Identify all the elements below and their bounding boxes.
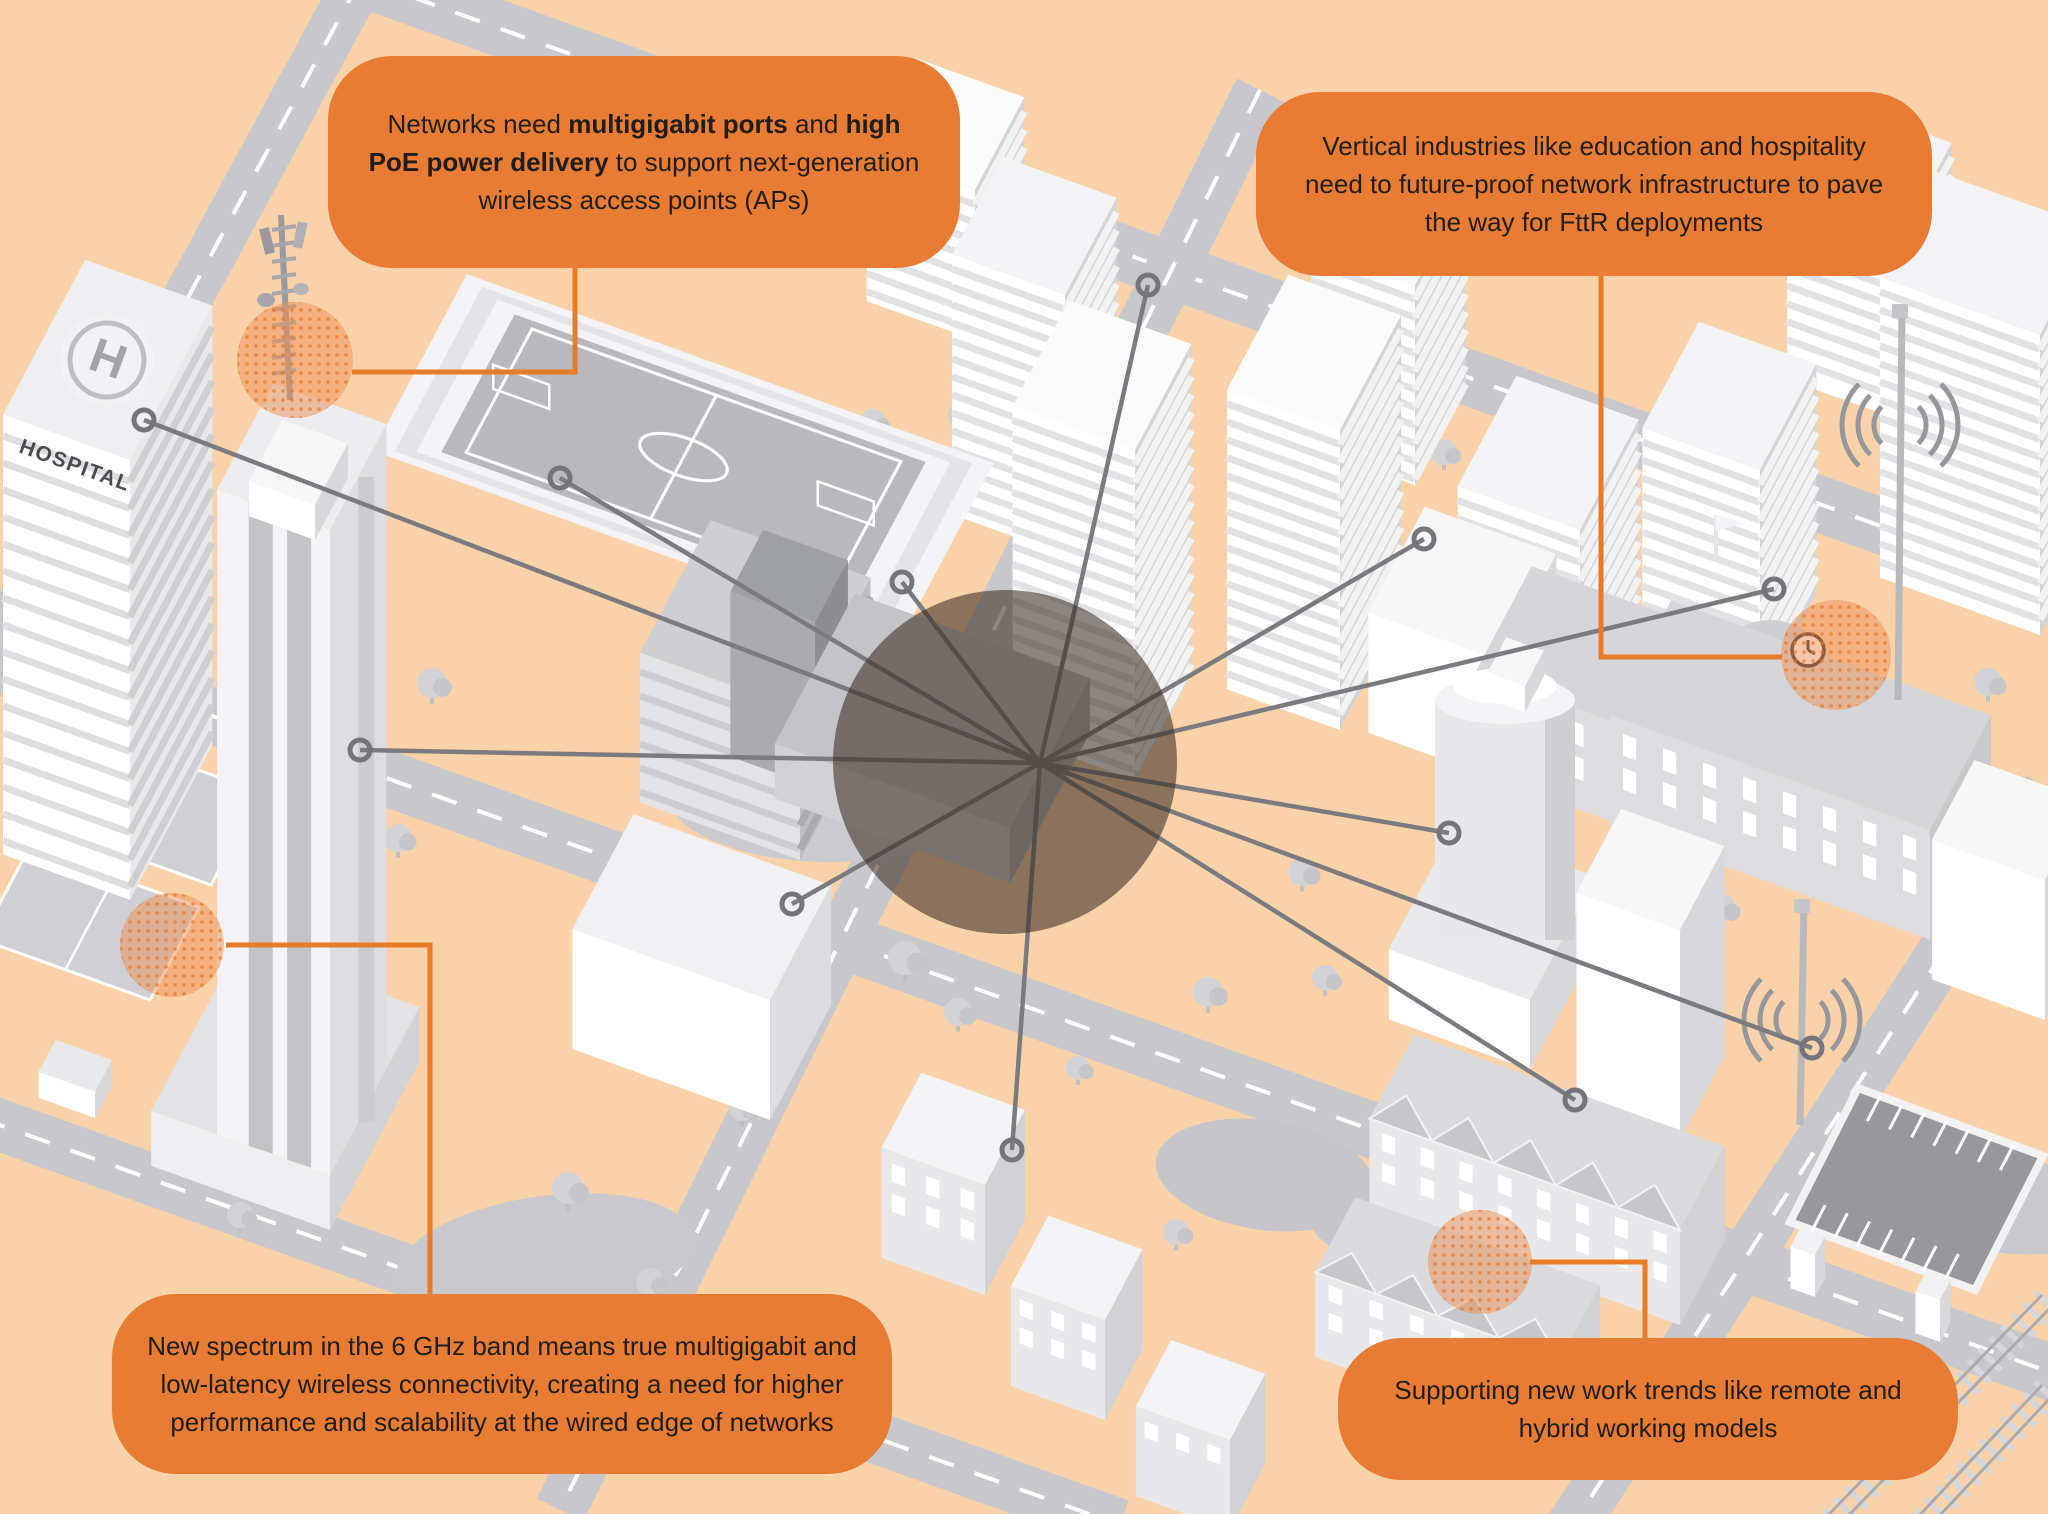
highlight-circles	[120, 302, 1891, 1314]
callout-vertical-industries-text: Vertical industries like education and h…	[1304, 130, 1884, 238]
callout-hybrid-work: Supporting new work trends like remote a…	[1338, 1338, 1958, 1480]
annotation-connectors	[226, 266, 1782, 1340]
callout-hybrid-work-text: Supporting new work trends like remote a…	[1394, 1374, 1902, 1443]
callout-6ghz-spectrum-text: New spectrum in the 6 GHz band means tru…	[147, 1330, 857, 1438]
callout-multigigabit-poe-text: Networks need multigigabit ports and hig…	[368, 108, 920, 216]
focus-overlay-circle	[833, 590, 1177, 934]
callout-multigigabit-poe: Networks need multigigabit ports and hig…	[328, 56, 960, 268]
callout-6ghz-spectrum: New spectrum in the 6 GHz band means tru…	[112, 1294, 892, 1474]
focus-overlay	[833, 590, 1177, 934]
helipad-icon: H	[60, 313, 154, 407]
callout-vertical-industries: Vertical industries like education and h…	[1256, 92, 1932, 276]
